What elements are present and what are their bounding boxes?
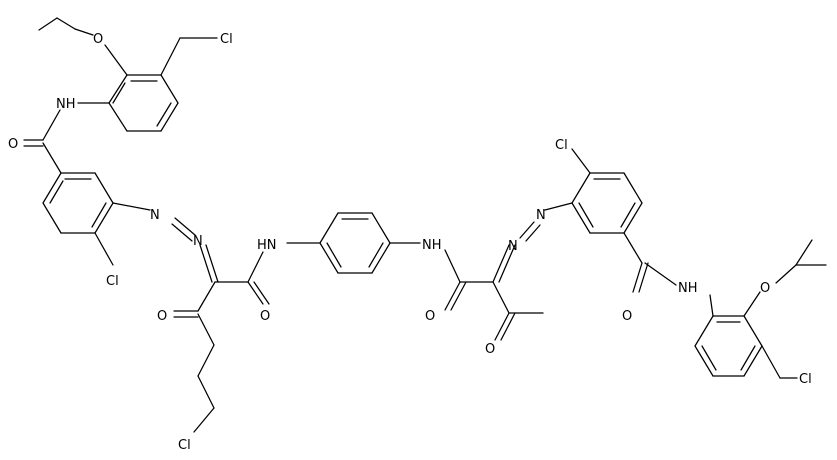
atom-o-ether-right: O	[760, 281, 770, 296]
atom-o-amide-center-left: O	[260, 309, 270, 324]
atom-n-azo-left-1: N	[150, 208, 160, 223]
atom-o-ether-top: O	[93, 32, 103, 47]
atom-o-amide-left: O	[8, 137, 18, 152]
atom-cl-top: Cl	[220, 32, 233, 47]
atom-o-amide-center-right: O	[425, 309, 435, 324]
atom-n-azo-right-1: N	[508, 239, 518, 254]
bond-lines	[23, 17, 827, 433]
atom-cl-bottom-left: Cl	[178, 438, 191, 453]
atom-nh-center-right: NH	[422, 238, 442, 253]
atom-hn-center-left: HN	[257, 238, 277, 253]
atom-cl-right-ring: Cl	[555, 138, 568, 153]
atom-labels: Cl NH O O N N Cl O HN O Cl NH O N N O Cl…	[8, 32, 812, 453]
atom-nh-right: NH	[678, 281, 698, 296]
atom-n-azo-left-2: N	[193, 234, 203, 249]
atom-cl-left-ring: Cl	[106, 274, 119, 289]
atom-cl-bottom-right: Cl	[799, 372, 812, 387]
atom-nh-top: NH	[56, 97, 76, 112]
atom-o-ketone-left: O	[157, 309, 167, 324]
atom-n-azo-right-2: N	[536, 208, 546, 223]
atom-o-amide-right: O	[622, 309, 632, 324]
atom-o-ketone-right: O	[485, 342, 495, 357]
